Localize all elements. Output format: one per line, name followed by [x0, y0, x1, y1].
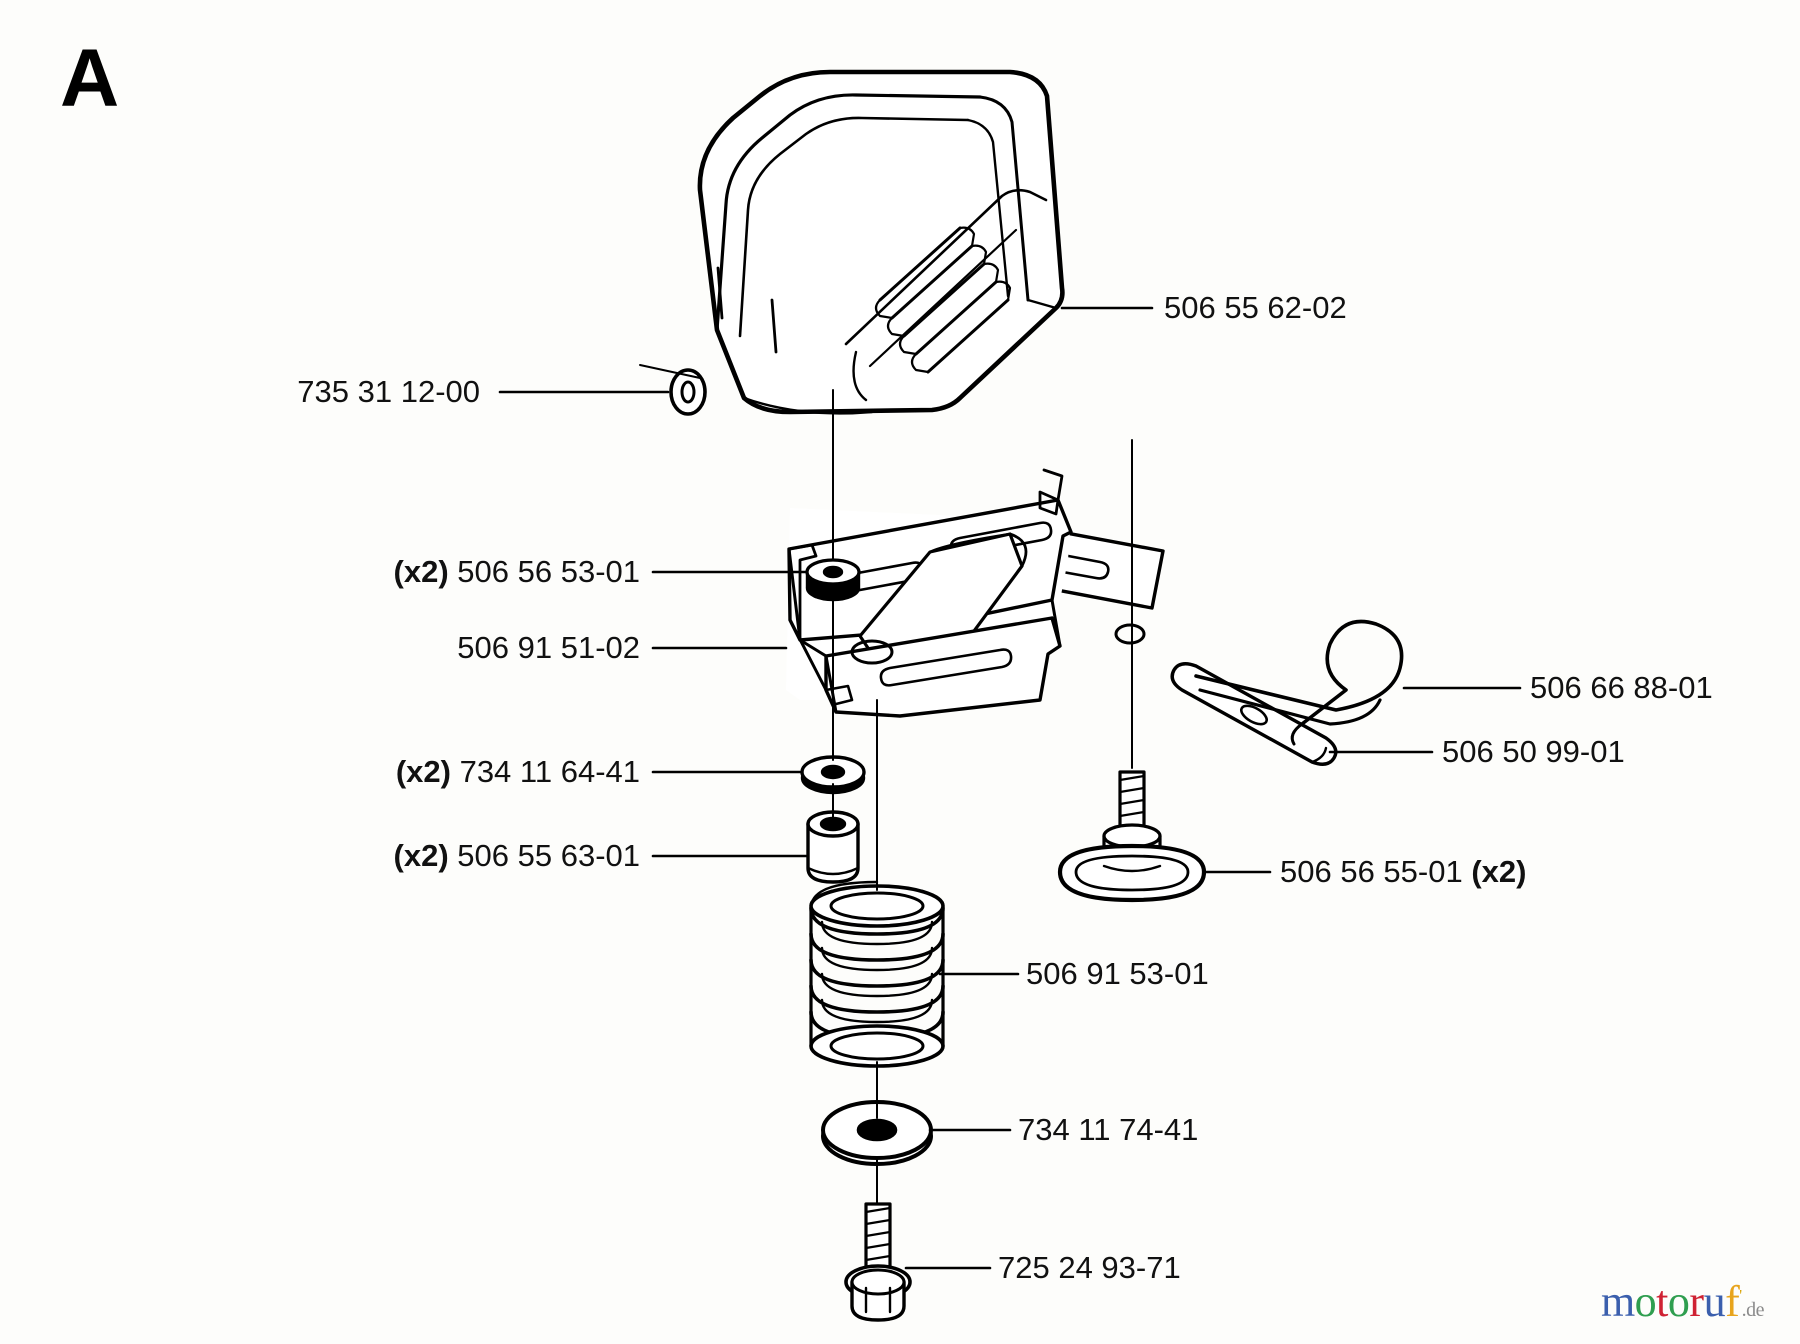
hairpin-clip-part [1194, 619, 1404, 746]
bolt-flange-part [844, 1202, 912, 1322]
watermark-suffix: .de [1741, 1299, 1765, 1321]
seat-pan-part [697, 69, 1065, 415]
callout-nut-flange[interactable]: (x2) 506 56 53-01 [330, 556, 640, 587]
callout-pivot-pin-number: 506 50 99-01 [1442, 734, 1625, 769]
callout-washer-mid-number: 734 11 64-41 [459, 754, 640, 789]
callout-washer-large-number: 734 11 74-41 [1018, 1112, 1199, 1147]
callout-screw-socket-number: 506 55 63-01 [457, 838, 640, 873]
callout-rubber-foot-number: 506 56 55-01 [1280, 854, 1463, 889]
callout-screw-socket[interactable]: (x2) 506 55 63-01 [330, 840, 640, 871]
assembly-lines [639, 364, 1133, 1205]
callout-seat-bracket-number: 506 91 51-02 [457, 630, 640, 665]
callout-nut-flange-qty: (x2) [393, 554, 449, 589]
motoruf-watermark[interactable]: motoruf'.de [1600, 1277, 1765, 1326]
washer-top-part [669, 368, 707, 416]
seat-bracket-part [786, 468, 1165, 718]
callout-bolt-flange[interactable]: 725 24 93-71 [998, 1252, 1181, 1283]
pivot-pin-part [1170, 662, 1338, 766]
callout-nut-flange-number: 506 56 53-01 [457, 554, 640, 589]
watermark-letter: o [1667, 1277, 1690, 1326]
rubber-foot-part [1057, 770, 1207, 903]
leader-lines [498, 306, 1522, 1270]
callout-seat-pan[interactable]: 506 55 62-02 [1164, 292, 1347, 323]
section-letter: A [60, 33, 119, 124]
watermark-letter: r [1689, 1277, 1704, 1326]
watermark-letter: f [1725, 1277, 1740, 1326]
watermark-letter: t [1656, 1277, 1668, 1326]
suspension-spring-part [809, 880, 945, 1068]
callout-washer-mid-qty: (x2) [395, 754, 451, 789]
callout-pivot-pin[interactable]: 506 50 99-01 [1442, 736, 1625, 767]
callout-suspension-spring[interactable]: 506 91 53-01 [1026, 958, 1209, 989]
callout-hairpin-clip-number: 506 66 88-01 [1530, 670, 1713, 705]
callout-seat-pan-number: 506 55 62-02 [1164, 290, 1347, 325]
screw-socket-part [806, 810, 860, 884]
callout-seat-bracket[interactable]: 506 91 51-02 [330, 632, 640, 663]
callout-suspension-spring-number: 506 91 53-01 [1026, 956, 1209, 991]
callout-hairpin-clip[interactable]: 506 66 88-01 [1530, 672, 1713, 703]
callout-screw-socket-qty: (x2) [393, 838, 449, 873]
callout-rubber-foot[interactable]: 506 56 55-01 (x2) [1280, 856, 1526, 887]
callout-bolt-flange-number: 725 24 93-71 [998, 1250, 1181, 1285]
watermark-letter: o [1634, 1277, 1657, 1326]
watermark-tick: ' [1739, 1287, 1742, 1305]
nut-flange-part [805, 558, 861, 602]
watermark-letter: m [1600, 1277, 1635, 1326]
callout-washer-mid[interactable]: (x2) 734 11 64-41 [330, 756, 640, 787]
callout-washer-top-number: 735 31 12-00 [297, 374, 480, 409]
callout-rubber-foot-qty: (x2) [1471, 854, 1527, 889]
callout-washer-top[interactable]: 735 31 12-00 [180, 376, 480, 407]
callout-washer-large[interactable]: 734 11 74-41 [1018, 1114, 1198, 1145]
watermark-letters: motoruf [1600, 1277, 1740, 1326]
watermark-letter: u [1703, 1277, 1726, 1326]
